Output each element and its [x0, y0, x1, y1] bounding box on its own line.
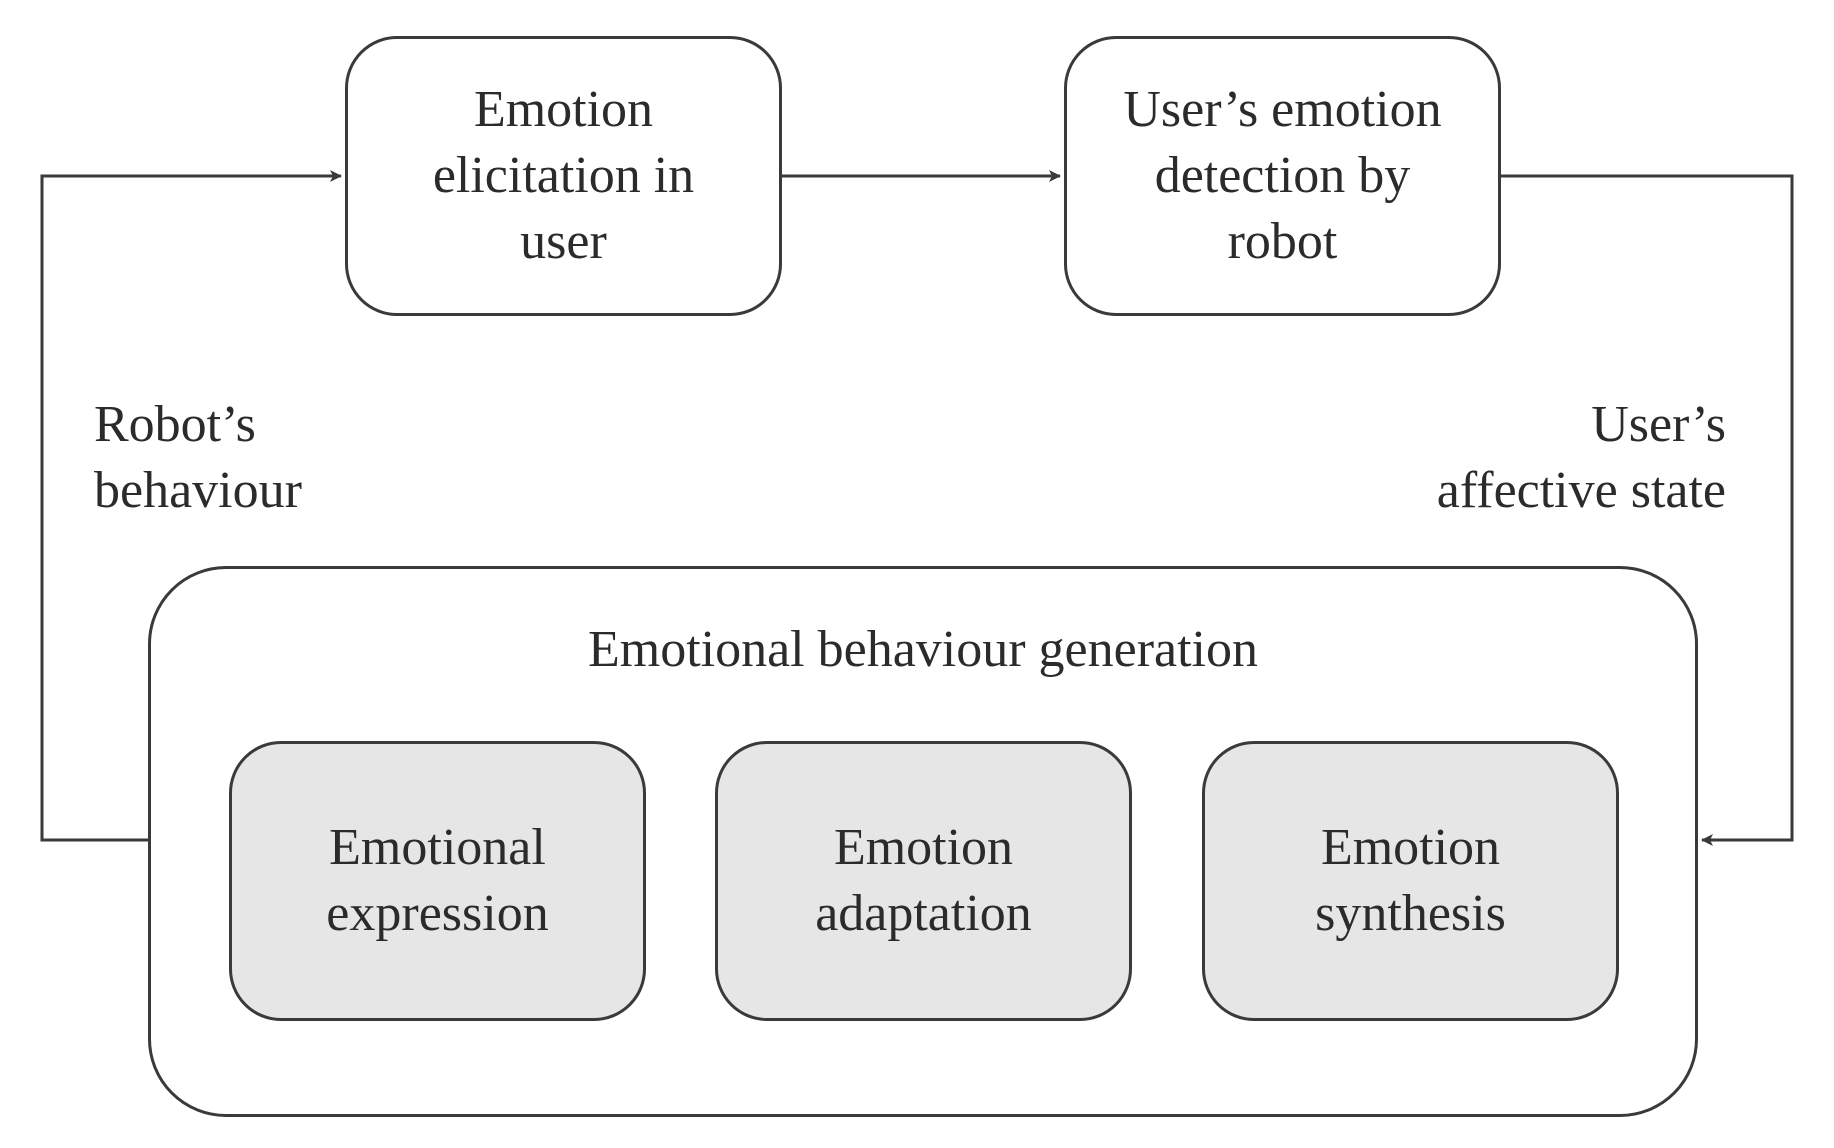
emotion-synthesis-box: Emotion synthesis [1202, 741, 1619, 1021]
emotional-expression-box: Emotional expression [229, 741, 646, 1021]
emotional-expression-label: Emotional expression [326, 819, 549, 942]
emotion-elicitation-label: Emotion elicitation in user [432, 81, 695, 270]
emotion-synthesis-label: Emotion synthesis [1315, 819, 1506, 942]
emotion-adaptation-box: Emotion adaptation [715, 741, 1132, 1021]
behaviour-generation-container: Emotional behaviour generation Emotional… [148, 566, 1698, 1117]
behaviour-generation-title: Emotional behaviour generation [587, 621, 1258, 678]
affective-state-label: User’s affective state [1436, 396, 1726, 519]
emotion-elicitation-box: Emotion elicitation in user [345, 36, 782, 316]
emotion-adaptation-label: Emotion adaptation [815, 819, 1032, 942]
robot-behaviour-label: Robot’s behaviour [94, 396, 302, 519]
emotion-detection-box: User’s emotion detection by robot [1064, 36, 1501, 316]
emotion-detection-label: User’s emotion detection by robot [1123, 81, 1442, 270]
